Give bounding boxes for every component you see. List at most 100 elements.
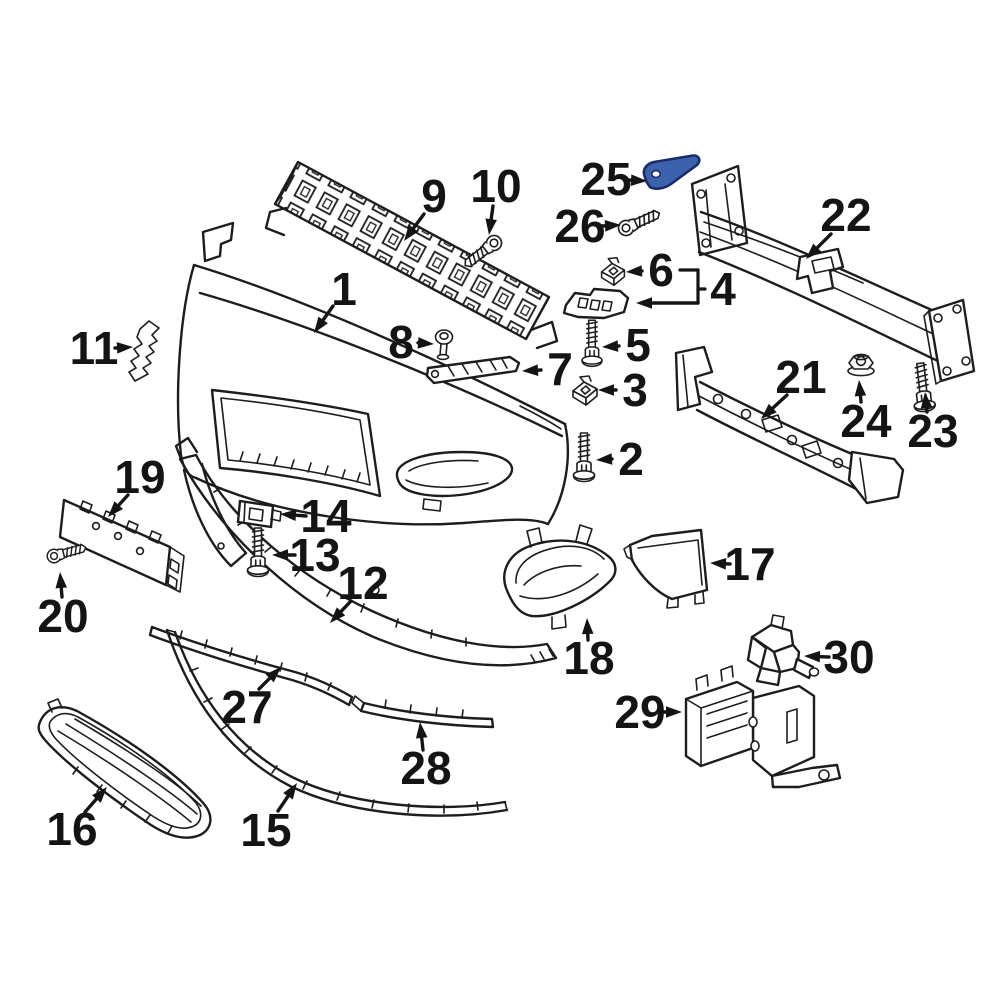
callout-arrowhead-25 (630, 174, 647, 186)
callout-arrowhead-13 (272, 549, 288, 561)
part-label-2: 2 (618, 433, 644, 485)
part-label-24: 24 (840, 395, 892, 447)
callout-arrowhead-10 (485, 218, 497, 235)
callout-arrow-19 (117, 493, 130, 507)
callout-arrow-1 (321, 304, 335, 322)
callout-arrowhead-30 (804, 650, 821, 663)
part-label-11: 11 (70, 322, 119, 374)
callout-arrowhead-22 (806, 243, 822, 259)
callout-18: 18 (563, 618, 615, 684)
callout-arrow-9 (411, 212, 426, 230)
part-14-clip-plate-drawing (236, 499, 282, 529)
callout-1: 1 (314, 263, 357, 333)
callout-arrow-14 (294, 513, 308, 518)
callout-arrowhead-27 (265, 667, 281, 683)
callout-22: 22 (806, 189, 872, 259)
callout-2: 2 (596, 433, 644, 485)
callout-arrowhead-17 (710, 558, 727, 570)
callout-arrowhead-9 (404, 224, 419, 241)
callout-17: 17 (710, 538, 776, 590)
callout-3: 3 (598, 364, 648, 416)
callout-arrow-21 (771, 393, 789, 410)
callout-14: 14 (280, 490, 352, 542)
part-1-bumper-cover-drawing (176, 221, 570, 526)
part-label-16: 16 (46, 803, 97, 855)
part-11-bracket-drawing (128, 320, 160, 382)
callout-arrowhead-3 (598, 384, 614, 396)
callout-4: 4 (696, 263, 736, 315)
part-7-strip-drawing (425, 355, 521, 385)
callout-20: 20 (37, 572, 89, 642)
callout-arrow-22 (815, 232, 833, 250)
part-9-grille-drawing (264, 160, 559, 350)
callout-27: 27 (221, 667, 281, 733)
callout-arrowhead-6 (636, 297, 652, 309)
callout-28: 28 (400, 722, 452, 794)
callout-6: 6 (626, 244, 700, 309)
callout-arrow-12 (339, 599, 353, 614)
callout-arrow-16 (83, 797, 99, 814)
callout-arrowhead-28 (415, 722, 428, 739)
part-26-screw (615, 205, 664, 239)
callout-arrowhead-14 (280, 509, 297, 522)
part-25-bracket-highlighted (642, 154, 701, 190)
part-label-12: 12 (337, 557, 388, 609)
callout-arrowhead-29 (666, 706, 682, 718)
callout-arrowhead-15 (283, 783, 297, 800)
part-5-bolt (581, 319, 603, 368)
part-18-fog-bezel-drawing (503, 524, 617, 630)
part-label-25: 25 (580, 153, 631, 205)
callout-9: 9 (404, 170, 447, 241)
part-24-flange-nut-drawing (847, 353, 875, 377)
callout-11: 11 (70, 322, 133, 374)
part-label-29: 29 (614, 686, 665, 738)
part-label-23: 23 (907, 405, 958, 457)
part-15-spoiler-drawing (165, 628, 509, 817)
callout-arrowhead-7 (522, 364, 539, 376)
callout-arrowhead-18 (581, 618, 594, 635)
part-label-6: 6 (648, 244, 674, 296)
callout-29: 29 (614, 686, 682, 738)
callout-15: 15 (240, 783, 297, 856)
callout-arrowhead-16 (92, 787, 107, 803)
callout-arrowhead-26 (604, 220, 621, 232)
callout-13: 13 (272, 529, 341, 581)
part-label-30: 30 (823, 631, 874, 683)
part-label-8: 8 (388, 316, 414, 368)
callout-8: 8 (388, 316, 434, 368)
callout-arrow-15 (276, 794, 290, 813)
part-label-22: 22 (820, 189, 871, 241)
part-label-19: 19 (114, 451, 165, 503)
part-20-screw (45, 540, 89, 565)
part-12-valance-drawing (174, 436, 558, 667)
callout-25: 25 (580, 153, 647, 205)
callout-arrowhead-19 (108, 501, 124, 517)
part-label-18: 18 (563, 632, 614, 684)
callout-10: 10 (470, 160, 522, 235)
part-label-14: 14 (300, 490, 352, 542)
callout-12: 12 (330, 557, 389, 623)
callout-5: 5 (602, 319, 651, 371)
callout-7: 7 (522, 343, 573, 395)
part-21-absorber-drawing (674, 345, 905, 505)
callout-19: 19 (108, 451, 166, 517)
callout-21: 21 (761, 351, 827, 419)
part-label-28: 28 (400, 742, 451, 794)
part-28-strip-drawing (351, 695, 495, 729)
callout-arrow-10 (489, 204, 495, 221)
callout-26: 26 (554, 200, 621, 252)
callout-arrowhead-8 (417, 337, 434, 349)
part-label-10: 10 (470, 160, 521, 212)
callout-23: 23 (907, 392, 959, 457)
part-19-license-bracket-drawing (58, 498, 185, 593)
part-6-clip-nut (600, 256, 626, 287)
part-22-impact-bar-drawing (690, 164, 976, 385)
part-label-15: 15 (240, 804, 291, 856)
part-label-1: 1 (331, 263, 357, 315)
part-label-21: 21 (775, 351, 826, 403)
callout-arrowhead-23 (920, 392, 933, 409)
part-30-sensor-bracket-drawing (746, 614, 820, 687)
callout-arrowhead-21 (761, 403, 777, 419)
callout-arrowhead-2 (596, 453, 613, 465)
